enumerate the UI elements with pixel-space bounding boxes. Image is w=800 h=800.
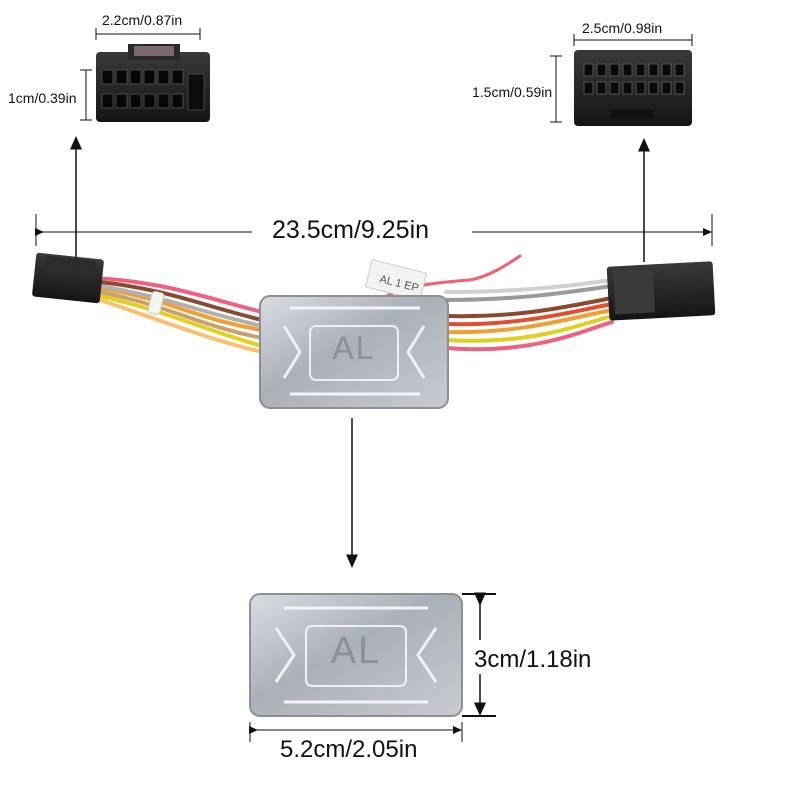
left-connector-width-label: 2.2cm/0.87in: [102, 12, 183, 28]
harness-length-label: 23.5cm/9.25in: [272, 216, 430, 244]
right-connector-width-label: 2.5cm/0.98in: [582, 20, 663, 36]
connector-left-photo: [96, 44, 210, 122]
box-height-label: 3cm/1.18in: [474, 646, 592, 673]
box-width-label: 5.2cm/2.05in: [280, 736, 418, 763]
wire-tag: AL 1 EP: [364, 259, 428, 301]
connector-right-photo: [574, 50, 692, 126]
box-logo-detail: AL: [330, 630, 382, 672]
harness-plug-right: [606, 261, 716, 321]
left-connector-height-label: 1cm/0.39in: [8, 90, 77, 106]
harness-plug-left: [32, 252, 104, 304]
decoder-box-top: [259, 295, 449, 409]
right-connector-height-label: 1.5cm/0.59in: [472, 84, 553, 100]
decoder-box-detail: [249, 593, 463, 717]
box-logo-top: AL: [332, 330, 376, 366]
wire-bundle: [97, 254, 615, 354]
cable-tie: [147, 290, 165, 316]
